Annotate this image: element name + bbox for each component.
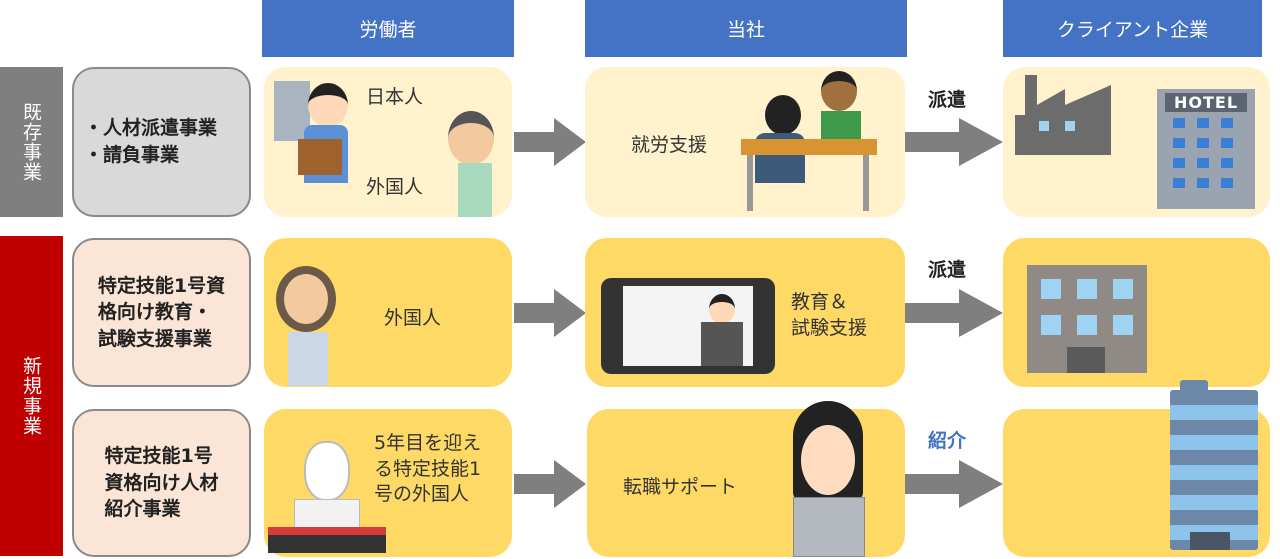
hotel-windows — [1173, 118, 1239, 188]
office-building-icon — [1027, 265, 1147, 373]
tower-door — [1190, 532, 1230, 550]
header-company: 当社 — [585, 0, 907, 57]
arrow-right-icon — [514, 289, 586, 337]
box-icon — [298, 139, 342, 175]
worker-body-icon — [288, 332, 328, 386]
header-client: クライアント企業 — [1003, 0, 1262, 57]
laptop-icon — [793, 497, 865, 557]
business-existing: ・人材派遣事業・請負事業 — [72, 67, 251, 217]
worker-label: 外国人 — [366, 176, 424, 198]
worker-card-2: 外国人 — [264, 238, 512, 387]
worker-label: 日本人 — [366, 86, 424, 108]
worker-body-icon — [294, 499, 360, 529]
company-card-2: 教育＆ 試験支援 — [585, 238, 905, 387]
desk-leg-icon — [863, 155, 869, 211]
section-new: 新規事業 — [0, 236, 63, 556]
tablet-icon — [601, 278, 775, 374]
business-education: 特定技能1号資格向け教育・試験支援事業 — [72, 238, 251, 387]
business-line: 格向け教育・ — [97, 301, 212, 324]
section-existing: 既存事業 — [0, 67, 63, 217]
business-line: 紹介事業 — [104, 498, 181, 521]
person-icon — [765, 95, 801, 135]
desk-leg-icon — [747, 155, 753, 211]
business-line: 特定技能1号 — [104, 445, 213, 468]
teacher-icon — [709, 294, 735, 324]
tower-top-icon — [1180, 380, 1208, 392]
worker-line: 号の外国人 — [374, 483, 470, 506]
arrow-right-icon — [905, 460, 1003, 508]
japanese-worker-icon — [308, 83, 348, 127]
action-label: 派遣 — [928, 89, 967, 111]
service-label: 教育＆ 試験支援 — [791, 290, 867, 341]
desk-icon — [741, 139, 877, 155]
worker-line: る特定技能1 — [374, 457, 482, 480]
arrow-right-icon — [514, 118, 586, 166]
building-windows — [1041, 279, 1133, 339]
business-referral: 特定技能1号資格向け人材紹介事業 — [72, 409, 251, 557]
company-card-3: 転職サポート — [587, 401, 905, 557]
business-line: ・人材派遣事業 — [84, 117, 218, 140]
worker-body-icon — [458, 163, 492, 217]
action-label: 紹介 — [928, 430, 967, 452]
service-label: 転職サポート — [623, 476, 738, 498]
company-card-1: 就労支援 — [585, 67, 905, 217]
food-tray-icon — [268, 527, 386, 553]
service-line: 試験支援 — [791, 316, 868, 339]
teacher-body-icon — [701, 322, 743, 366]
business-line: 資格向け人材 — [104, 471, 219, 494]
action-label: 派遣 — [928, 259, 967, 281]
client-card-2 — [1003, 238, 1270, 387]
service-label: 就労支援 — [631, 134, 708, 156]
building-door — [1067, 347, 1105, 373]
arrow-right-icon — [514, 460, 586, 508]
business-line: ・請負事業 — [84, 144, 180, 166]
foreign-worker-icon — [448, 111, 494, 165]
worker-line: 5年目を迎え — [374, 432, 482, 454]
worker-label: 5年目を迎える特定技能1 号の外国人 — [374, 431, 481, 508]
hotel-building-icon: HOTEL — [1157, 89, 1255, 209]
factory-icon — [1015, 75, 1111, 155]
business-line: 試験支援事業 — [97, 327, 212, 350]
client-card-1: HOTEL — [1003, 67, 1270, 217]
service-line: 教育＆ — [791, 291, 849, 313]
office-tower-icon — [1170, 390, 1258, 550]
business-line: 特定技能1号資 — [97, 274, 226, 297]
worker-card-1: 日本人 外国人 — [264, 67, 512, 217]
face-icon — [801, 425, 855, 495]
arrow-right-icon — [905, 289, 1003, 337]
header-worker: 労働者 — [262, 0, 514, 57]
person-icon — [821, 71, 857, 111]
foreign-worker-icon — [276, 266, 336, 332]
worker-card-3: 5年目を迎える特定技能1 号の外国人 — [264, 409, 512, 557]
food-worker-icon — [304, 441, 350, 501]
hotel-sign: HOTEL — [1165, 93, 1247, 112]
arrow-right-icon — [905, 118, 1003, 166]
worker-label: 外国人 — [384, 307, 442, 329]
